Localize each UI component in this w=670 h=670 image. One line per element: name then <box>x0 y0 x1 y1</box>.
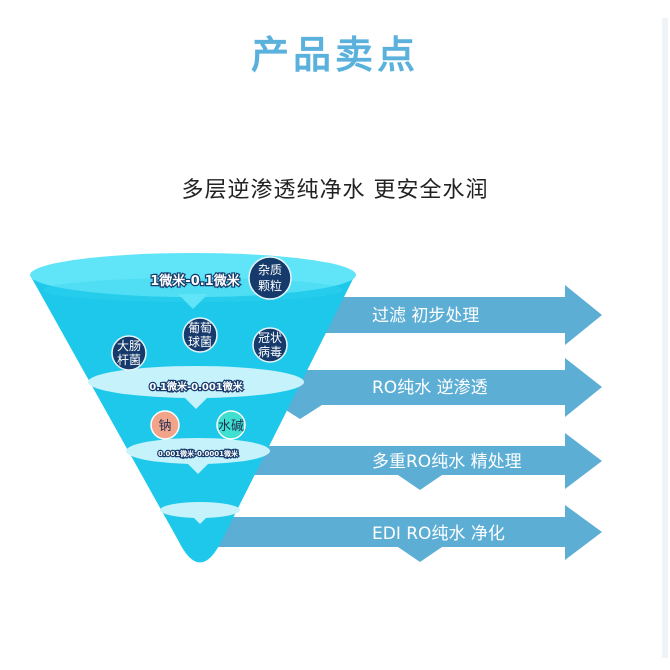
page-subtitle: 多层逆渗透纯净水 更安全水润 <box>181 178 489 203</box>
range-label-3: 0.001微米-0.0001微米 <box>158 449 239 458</box>
page-title: 产品卖点 <box>250 33 419 77</box>
svg-text:杆菌: 杆菌 <box>117 353 141 367</box>
stage-arrow-4: EDI RO纯水 净化 <box>200 505 602 562</box>
stage-arrow-3: 多重RO纯水 精处理 <box>240 433 602 490</box>
layer-3-pointer <box>186 462 210 474</box>
stage-label-2: RO纯水 逆渗透 <box>372 378 488 398</box>
stage-label-3: 多重RO纯水 精处理 <box>372 452 522 472</box>
svg-text:葡萄: 葡萄 <box>188 321 212 335</box>
particle-impurity: 杂质 颗粒 <box>248 256 292 300</box>
particle-coronavirus: 冠状 病毒 <box>252 327 288 363</box>
scrollbar[interactable] <box>662 18 668 658</box>
svg-text:病毒: 病毒 <box>258 344 282 359</box>
range-label-2: 0.1微米-0.001微米 <box>149 380 243 393</box>
svg-text:钠: 钠 <box>158 419 171 434</box>
particle-sodium: 钠 <box>150 410 180 440</box>
particle-staphylococcus: 葡萄 球菌 <box>182 317 218 353</box>
layer-2-pointer <box>183 396 209 409</box>
stage-label-1: 过滤 初步处理 <box>372 306 479 326</box>
stage-label-4: EDI RO纯水 净化 <box>372 524 505 544</box>
range-label-1: 1微米-0.1微米 <box>150 273 240 289</box>
svg-text:球菌: 球菌 <box>188 335 212 349</box>
svg-text:颗粒: 颗粒 <box>258 278 282 293</box>
layer-1-pointer <box>178 294 208 309</box>
svg-text:冠状: 冠状 <box>258 331 282 345</box>
svg-text:杂质: 杂质 <box>258 263 282 277</box>
particle-scale: 水碱 <box>216 410 246 440</box>
svg-text:水碱: 水碱 <box>218 419 244 434</box>
layer-4-pointer <box>192 516 208 524</box>
layer-3-disc <box>126 438 270 464</box>
particle-e-coli: 大肠 杆菌 <box>111 335 147 371</box>
layer-4-disc <box>160 502 240 518</box>
svg-text:大肠: 大肠 <box>117 339 141 353</box>
stage-arrow-2: RO纯水 逆渗透 <box>250 358 602 419</box>
layer-2-disc <box>88 366 304 398</box>
